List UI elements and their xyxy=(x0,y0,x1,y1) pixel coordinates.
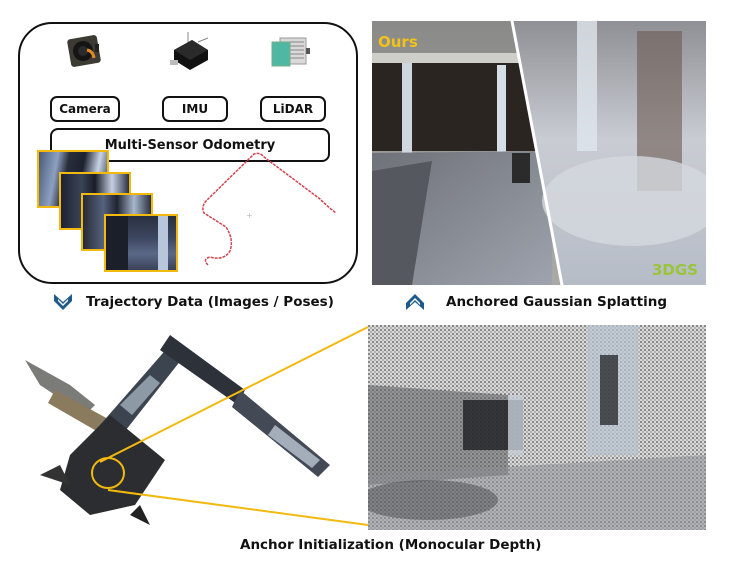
column-right xyxy=(497,65,506,153)
chevron-up-icon xyxy=(406,294,424,310)
comparison-divider xyxy=(510,21,564,285)
corridor-map xyxy=(25,335,330,525)
scene-map xyxy=(25,326,369,526)
lidar-label: LiDAR xyxy=(260,96,326,122)
gaussian-caption: Anchored Gaussian Splatting xyxy=(446,294,667,310)
pointcloud-image xyxy=(368,325,706,530)
render-comparison: Ours 3DGS xyxy=(372,21,706,285)
sensor-panel: Camera IMU LiDAR Multi-Sensor Odometry + xyxy=(18,22,358,284)
svg-text:+: + xyxy=(246,211,253,220)
pointcloud-view xyxy=(368,325,706,530)
baseline-label: 3DGS xyxy=(651,261,698,279)
ours-label: Ours xyxy=(378,33,418,51)
trajectory-image-4 xyxy=(104,214,178,272)
trajectory-caption: Trajectory Data (Images / Poses) xyxy=(86,294,334,310)
odometry-box: Multi-Sensor Odometry xyxy=(50,128,330,162)
imu-icon xyxy=(170,32,209,70)
imu-label: IMU xyxy=(162,96,228,122)
render-image xyxy=(372,21,706,285)
camera-icon xyxy=(67,35,101,67)
camera-label: Camera xyxy=(50,96,120,122)
column-left xyxy=(402,63,412,153)
lidar-icon xyxy=(271,37,310,67)
zoom-line-bottom xyxy=(107,489,369,526)
zoom-line-top xyxy=(99,326,369,463)
chevron-down-icon xyxy=(54,294,72,310)
anchor-caption: Anchor Initialization (Monocular Depth) xyxy=(240,537,542,553)
trajectory-plot: + xyxy=(202,152,337,266)
trajectory-path xyxy=(202,152,337,266)
